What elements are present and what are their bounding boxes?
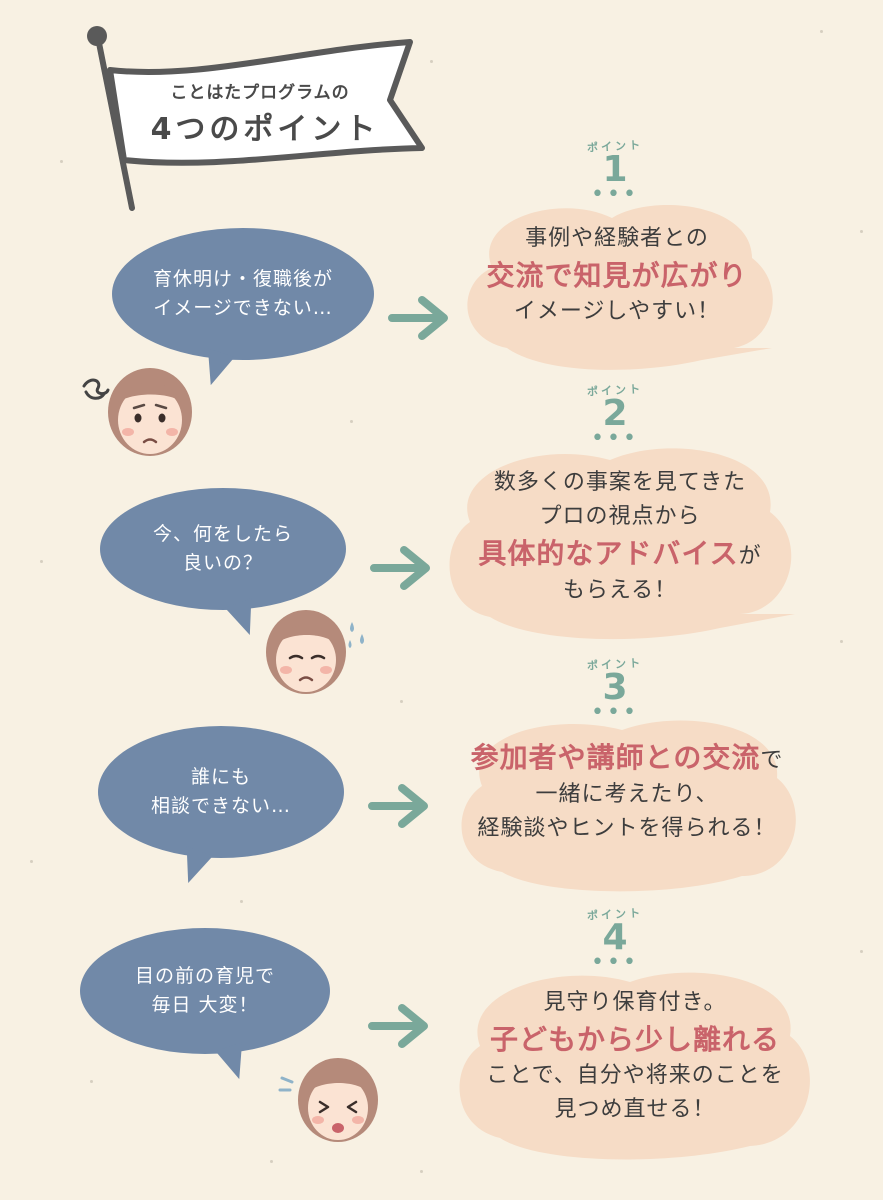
worry-line: 今、何をしたら — [152, 522, 293, 545]
answer-highlight: 具体的なアドバイス — [478, 537, 739, 571]
arrow-right-icon — [368, 1004, 428, 1048]
answer-highlight: 交流で知見が広がり — [486, 259, 748, 293]
flag-subtitle: ことはたプログラムの — [170, 83, 350, 103]
arrow-right-icon — [388, 296, 448, 340]
flag-icon — [87, 26, 425, 211]
bubble-tail — [215, 1042, 253, 1084]
worry-bubble-4: 目の前の育児で 毎日 大変！ — [80, 928, 330, 1084]
answer-suffix: が — [738, 544, 762, 570]
answer-text: 参加者や講師との交流で 一緒に考えたり、 経験談やヒントを得られる！ — [452, 738, 802, 846]
worried-face-icon — [82, 368, 192, 456]
answer-line: 一緒に考えたり、 — [535, 782, 719, 808]
answer-text: 事例や経験者との 交流で知見が広がり イメージしやすい！ — [452, 222, 782, 329]
point-badge-1: ポイント 1 ••• — [565, 138, 665, 207]
worry-line: 目の前の育児で — [134, 964, 275, 987]
worry-line: イメージできない… — [153, 297, 333, 319]
answer-line: 見つめ直せる！ — [554, 1097, 716, 1123]
point-badge-3: ポイント 3 ••• — [565, 656, 665, 725]
worry-bubble-2: 今、何をしたら 良いの？ — [100, 488, 346, 640]
worry-line: 誰にも — [190, 765, 251, 788]
bubble-tail — [225, 598, 263, 640]
worry-bubble-1: 育休明け・復職後が イメージできない… — [112, 228, 374, 390]
arrow-right-icon — [370, 546, 430, 590]
worry-bubble-3: 誰にも 相談できない… — [98, 726, 344, 888]
dots-icon: ••• — [591, 950, 639, 975]
worry-line: 毎日 大変！ — [151, 994, 259, 1016]
point-number: 2 — [602, 393, 628, 434]
point-number: 1 — [602, 149, 628, 190]
arrow-right-icon — [368, 784, 428, 828]
answer-line: 参加者や講師との交流で — [452, 738, 802, 778]
worry-line: 育休明け・復職後が — [152, 267, 333, 290]
answer-line: プロの視点から — [539, 504, 701, 530]
answer-line: 数多くの事案を見てきた — [493, 470, 747, 495]
point-badge-4: ポイント 4 ••• — [565, 906, 665, 975]
answer-line: もらえる！ — [562, 578, 678, 604]
cloud-shape — [449, 448, 795, 640]
cloud-shape — [467, 205, 773, 370]
answer-cloud-3: 参加者や講師との交流で 一緒に考えたり、 経験談やヒントを得られる！ — [452, 716, 802, 892]
answer-line: 経験談やヒントを得られる！ — [477, 816, 777, 842]
point-number: 4 — [602, 917, 628, 958]
answer-line: ことで、自分や将来のことを — [486, 1063, 784, 1089]
answer-text: 数多くの事案を見てきた プロの視点から 具体的なアドバイスが もらえる！ — [440, 466, 800, 608]
answer-text: 見守り保育付き。 子どもから少し離れる ことで、自分や将来のことを 見つめ直せる… — [450, 986, 820, 1127]
answer-cloud-2: 数多くの事案を見てきた プロの視点から 具体的なアドバイスが もらえる！ — [440, 442, 800, 642]
answer-highlight: 子どもから少し離れる — [489, 1023, 780, 1057]
answer-highlight: 参加者や講師との交流 — [470, 741, 761, 774]
worry-line: 良いの？ — [182, 552, 263, 574]
answer-line: 見守り保育付き。 — [543, 990, 727, 1015]
crying-face-icon — [278, 1058, 378, 1142]
answer-cloud-1: 事例や経験者との 交流で知見が広がり イメージしやすい！ — [452, 198, 782, 370]
dots-icon: ••• — [591, 182, 639, 207]
bubble-tail — [175, 846, 213, 888]
cloud-shape — [461, 720, 796, 892]
answer-suffix: で — [760, 748, 784, 773]
answer-line: 事例や経験者との — [525, 226, 709, 251]
point-badge-2: ポイント 2 ••• — [565, 382, 665, 451]
cloud-shape — [459, 972, 810, 1160]
tired-face-icon — [266, 610, 364, 694]
answer-line: 具体的なアドバイスが — [440, 534, 800, 574]
worry-line: 相談できない… — [150, 795, 291, 817]
dots-icon: ••• — [591, 426, 639, 451]
bubble-tail — [197, 348, 235, 390]
flag-title: 4つのポイント — [150, 112, 380, 147]
answer-cloud-4: 見守り保育付き。 子どもから少し離れる ことで、自分や将来のことを 見つめ直せる… — [450, 966, 820, 1162]
answer-line: イメージしやすい！ — [513, 299, 721, 325]
point-number: 3 — [602, 667, 628, 708]
dots-icon: ••• — [591, 700, 639, 725]
